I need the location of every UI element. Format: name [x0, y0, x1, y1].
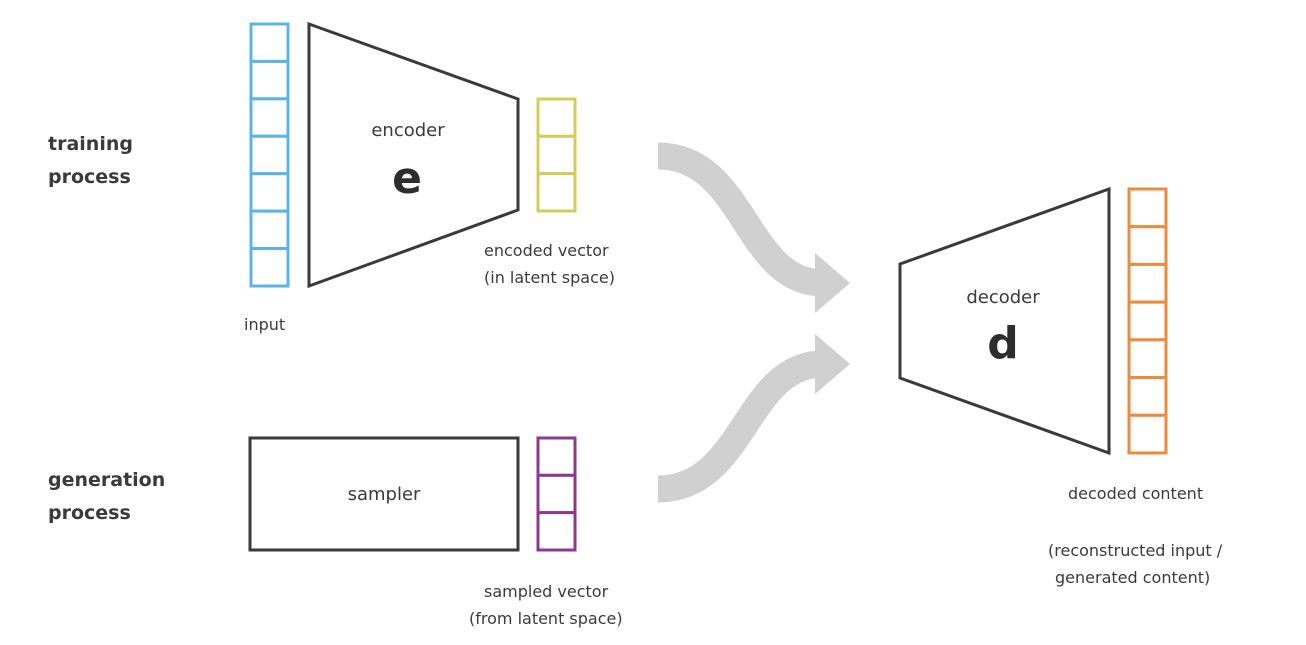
encoder-label: encoder [371, 120, 445, 141]
sampled-vector-label-line2: (from latent space) [469, 609, 623, 628]
decoded-vector-cell [1127, 262, 1168, 304]
sampled-vector-cell [536, 473, 577, 515]
training-process-label-line1: training [48, 133, 133, 155]
decoder-symbol: d [987, 318, 1019, 369]
decoded-note-line2: generated content) [1055, 568, 1210, 587]
sampled-vector-label-line1: sampled vector [484, 582, 609, 601]
input-vector-cell [249, 97, 290, 138]
decoded-vector-cell [1127, 225, 1168, 266]
decoded-vector-cell [1127, 376, 1168, 417]
encoder-block [307, 21, 520, 289]
encoded-vector [536, 97, 577, 213]
decoded-note-line1: (reconstructed input / [1048, 541, 1223, 560]
training-process-label-line2: process [48, 166, 131, 188]
input-vector-cell [249, 247, 290, 288]
sampled-vector [536, 436, 577, 552]
input-vector-cell [249, 172, 290, 213]
generation-process-label-line1: generation [48, 469, 165, 491]
input-vector-cell [249, 134, 290, 176]
encoded-vector-cell [536, 134, 577, 176]
encoder-symbol: e [392, 153, 422, 204]
generation-process-label-line2: process [48, 502, 131, 524]
encoded-vector-label-line1: encoded vector [484, 241, 609, 260]
decoded-vector-cell [1127, 413, 1168, 455]
sampled-vector-cell [536, 436, 577, 477]
sampler-label: sampler [348, 484, 421, 505]
decoded-content-label: decoded content [1068, 484, 1203, 503]
decoded-vector-cell [1127, 300, 1168, 342]
decoded-vector-cell [1127, 338, 1168, 380]
input-vector-cell [249, 59, 290, 101]
encoded-vector-cell [536, 172, 577, 213]
decoded-vector [1127, 187, 1168, 455]
encoded-vector-cell [536, 97, 577, 138]
input-vector [249, 22, 290, 288]
input-label: input [244, 315, 285, 334]
training-arrow [657, 142, 850, 313]
decoder-block [898, 186, 1111, 456]
sampled-vector-cell [536, 511, 577, 552]
generation-arrow [657, 334, 850, 503]
sampler-block [248, 436, 520, 552]
decoded-vector-cell [1127, 187, 1168, 229]
input-vector-cell [249, 22, 290, 63]
input-vector-cell [249, 209, 290, 251]
decoder-label: decoder [966, 287, 1040, 308]
encoded-vector-label-line2: (in latent space) [484, 268, 615, 287]
